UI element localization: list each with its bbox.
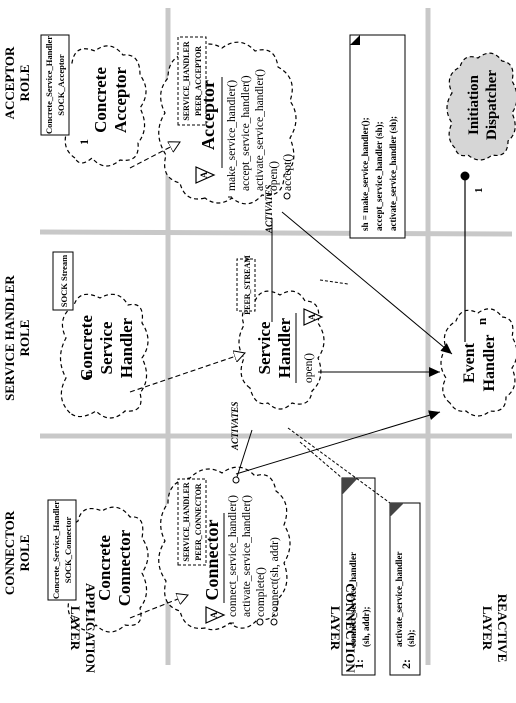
svg-text:Connector: Connector <box>115 529 134 606</box>
layer-label-application: APPLICATION LAYER <box>68 583 98 674</box>
svg-text:ACCEPTOR: ACCEPTOR <box>2 46 17 119</box>
svg-text:n: n <box>474 317 489 325</box>
inherit-arrow-acceptor <box>129 142 180 169</box>
svg-text:SERVICE_HANDLER: SERVICE_HANDLER <box>182 41 191 121</box>
arrow-acceptor-to-event-handler <box>281 211 453 355</box>
svg-text:(sh, addr);: (sh, addr); <box>361 606 371 647</box>
svg-text:activate_service_handler: activate_service_handler <box>394 552 404 647</box>
activates-line-connector <box>235 429 253 481</box>
svg-text:connect(sh, addr): connect(sh, addr) <box>269 537 281 617</box>
svg-text:accept(): accept() <box>282 154 294 191</box>
svg-text:connect_service_handler(): connect_service_handler() <box>227 495 239 617</box>
svg-text:Concrete_Service_Handler: Concrete_Service_Handler <box>44 36 54 134</box>
svg-text:Concrete: Concrete <box>77 315 96 381</box>
svg-text:accept_service_handler(): accept_service_handler() <box>240 75 252 191</box>
svg-text:2:: 2: <box>399 659 413 669</box>
svg-text:accept_service_handler (sh);: accept_service_handler (sh); <box>374 121 384 231</box>
concrete-acceptor-class: Concrete_Service_Handler SOCK_Acceptor 1… <box>40 34 147 167</box>
connector-note-2: 2: activate_service_handler (sh); <box>389 502 421 676</box>
svg-text:Handler: Handler <box>481 335 498 392</box>
svg-text:ROLE: ROLE <box>17 65 32 102</box>
svg-text:1: 1 <box>77 139 91 145</box>
svg-text:REACTIVE: REACTIVE <box>495 594 510 663</box>
svg-text:Service: Service <box>255 321 274 374</box>
svg-text:A: A <box>307 313 317 320</box>
svg-text:SOCK Stream: SOCK Stream <box>59 255 69 308</box>
svg-text:CONNECTION: CONNECTION <box>343 583 358 673</box>
service-handler-class: PEER_STREAM Service Handler open() A <box>236 255 325 410</box>
svg-text:Concrete_Service_Handler: Concrete_Service_Handler <box>51 501 61 599</box>
svg-text:SERVICE_HANDLER: SERVICE_HANDLER <box>182 482 191 562</box>
svg-text:Connector: Connector <box>202 519 222 600</box>
svg-text:Event: Event <box>461 342 478 383</box>
concrete-service-handler-class: SOCK Stream n Concrete Service Handler <box>52 251 149 419</box>
connector-methods: connect_service_handler() activate_servi… <box>227 495 281 617</box>
note-link-connector-1 <box>299 441 343 479</box>
svg-text:LAYER: LAYER <box>68 606 83 651</box>
svg-text:ROLE: ROLE <box>17 320 32 357</box>
svg-text:activate_service_handler(): activate_service_handler() <box>254 69 266 191</box>
svg-text:activate_service_handler (sh);: activate_service_handler (sh); <box>388 116 398 231</box>
svg-text:complete(): complete() <box>255 567 267 617</box>
svg-text:Service: Service <box>97 321 116 374</box>
activates-label-connector: ACTIVATES <box>230 402 240 451</box>
acceptor-class: SERVICE_HANDLER PEER_ACCEPTOR A Acceptor… <box>158 36 297 205</box>
svg-text:sh = make_service_handler();: sh = make_service_handler(); <box>360 117 370 231</box>
arrow-connector-to-event-handler <box>235 410 441 475</box>
svg-text:PEER_CONNECTOR: PEER_CONNECTOR <box>194 483 203 560</box>
svg-text:1: 1 <box>84 609 98 615</box>
svg-text:PEER_ACCEPTOR: PEER_ACCEPTOR <box>194 46 203 116</box>
svg-text:1:: 1: <box>352 659 366 669</box>
svg-text:Handler: Handler <box>275 317 294 378</box>
connector-class: SERVICE_HANDLER PEER_CONNECTOR A Connect… <box>158 466 291 631</box>
layer-label-reactive: REACTIVE LAYER <box>480 594 510 663</box>
inherit-arrow-service-handler <box>129 353 245 393</box>
svg-text:A: A <box>209 611 219 618</box>
svg-text:SOCK_Acceptor: SOCK_Acceptor <box>56 54 66 116</box>
svg-text:n: n <box>80 370 95 378</box>
initiation-dispatcher-class: Initiation Dispatcher 1 <box>446 52 516 194</box>
svg-text:SERVICE HANDLER: SERVICE HANDLER <box>2 275 17 401</box>
role-label-acceptor: ACCEPTOR ROLE <box>2 46 32 119</box>
svg-text:activate_service_handler(): activate_service_handler() <box>241 495 253 617</box>
svg-text:open(): open() <box>303 353 315 383</box>
note-link-connector-2 <box>287 427 391 504</box>
svg-text:CONNECTOR: CONNECTOR <box>2 510 17 595</box>
svg-text:open(): open() <box>268 161 280 191</box>
svg-text:1: 1 <box>473 188 485 194</box>
svg-text:Concrete: Concrete <box>95 535 114 601</box>
role-label-connector: CONNECTOR ROLE <box>2 510 32 595</box>
acceptor-methods: make_service_handler() accept_service_ha… <box>226 69 294 191</box>
svg-text:LAYER: LAYER <box>480 606 495 651</box>
svg-text:Concrete: Concrete <box>91 67 110 133</box>
layer-label-connection: CONNECTION LAYER <box>328 583 358 673</box>
svg-text:make_service_handler(): make_service_handler() <box>226 80 238 191</box>
connector-note-1: 1: connect_service_handler (sh, addr); <box>341 477 376 676</box>
svg-text:ROLE: ROLE <box>17 535 32 572</box>
svg-text:(sh);: (sh); <box>406 629 416 647</box>
svg-text:LAYER: LAYER <box>328 606 343 651</box>
role-label-service-handler: SERVICE HANDLER ROLE <box>2 275 32 401</box>
svg-text:connect_service_handler: connect_service_handler <box>348 552 358 647</box>
note-link-acceptor <box>319 279 349 285</box>
concrete-connector-class: Concrete_Service_Handler SOCK_Connector … <box>47 499 149 633</box>
svg-text:SOCK_Connector: SOCK_Connector <box>63 516 73 583</box>
svg-text:Initiation: Initiation <box>466 74 482 135</box>
svg-text:A: A <box>199 171 209 178</box>
acceptor-code-note: sh = make_service_handler(); accept_serv… <box>349 34 406 239</box>
activates-label-acceptor: ACTIVATES <box>264 185 274 234</box>
relationship-lines <box>129 142 470 619</box>
svg-text:PEER_STREAM: PEER_STREAM <box>243 255 252 315</box>
svg-text:Dispatcher: Dispatcher <box>484 70 500 140</box>
svg-text:APPLICATION: APPLICATION <box>83 583 98 674</box>
inherit-arrow-connector <box>129 595 188 619</box>
svg-text:Handler: Handler <box>117 317 136 378</box>
svg-text:Acceptor: Acceptor <box>111 67 130 134</box>
event-handler-class: Event Handler n <box>440 308 516 417</box>
svg-text:Acceptor: Acceptor <box>198 80 218 150</box>
